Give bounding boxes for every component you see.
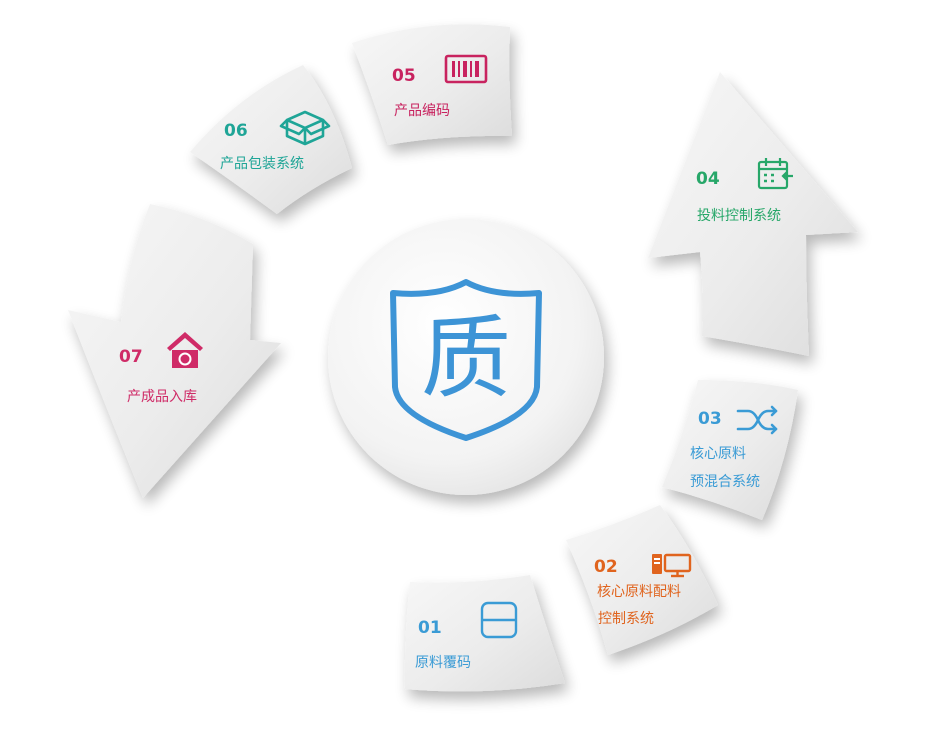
segment-05-shape: [352, 24, 512, 146]
step-03-number: 03: [698, 409, 722, 429]
step-01-number: 01: [418, 618, 442, 638]
warehouse-icon: [167, 332, 203, 368]
step-02-label-line-2: 控制系统: [598, 611, 654, 627]
step-07: 07 产成品入库: [119, 332, 203, 405]
step-04: 04 投料控制系统: [696, 158, 793, 224]
step-06: 06 产品包装系统: [220, 110, 331, 172]
step-03-label-line-1: 核心原料: [690, 446, 746, 462]
step-05: 05 产品编码: [392, 54, 488, 119]
step-02-number: 02: [594, 557, 618, 577]
step-04-number: 04: [696, 169, 720, 189]
step-01-label-line-1: 原料覆码: [415, 655, 471, 671]
package-box-icon: [279, 110, 331, 146]
step-07-number: 07: [119, 347, 143, 367]
step-03-label-line-2: 预混合系统: [690, 474, 760, 490]
segment-02-shape: [566, 505, 718, 655]
calendar-icon: [757, 158, 793, 190]
segment-01-shape: [404, 575, 565, 692]
step-04-label-line-1: 投料控制系统: [697, 208, 781, 224]
shuffle-icon: [736, 405, 778, 435]
step-05-label-line-1: 产品编码: [394, 103, 450, 119]
step-05-number: 05: [392, 66, 416, 86]
center-circle: [328, 219, 604, 495]
segment-04-arrow-shape: [648, 72, 858, 356]
barcode-icon: [444, 54, 488, 84]
segment-06-shape: [190, 65, 352, 214]
segment-03-shape: [662, 380, 798, 520]
center-character: 质: [421, 306, 511, 411]
step-07-label-line-1: 产成品入库: [127, 389, 197, 405]
computer-icon: [652, 553, 692, 578]
shield-icon: [390, 279, 542, 441]
step-06-number: 06: [224, 121, 248, 141]
step-06-label-line-1: 产品包装系统: [220, 156, 304, 172]
step-02-label-line-1: 核心原料配料: [597, 584, 681, 600]
step-02: 02 核心原料配料 控制系统: [594, 553, 692, 627]
scan-frame-icon: [480, 601, 518, 639]
step-01: 01 原料覆码: [415, 601, 518, 671]
step-03: 03 核心原料 预混合系统: [690, 405, 778, 490]
